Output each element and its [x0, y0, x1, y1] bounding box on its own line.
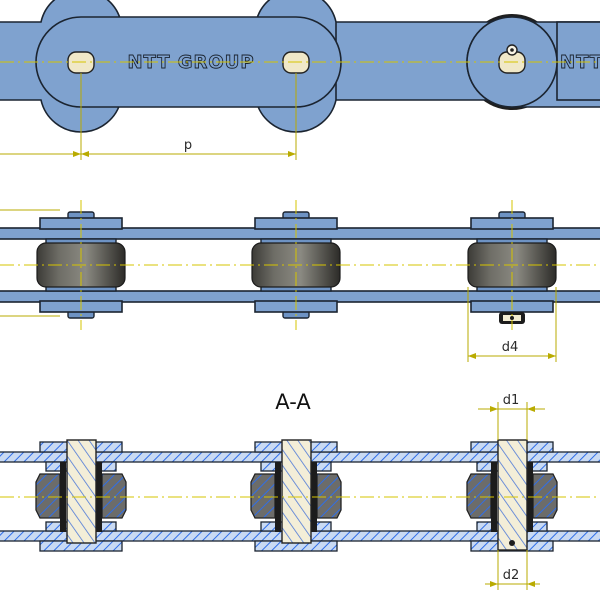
brand-text-left: NTT GROUP [127, 52, 254, 73]
section-pin-middle [281, 439, 312, 544]
section-pin-right [497, 439, 528, 551]
d2-label: d2 [503, 568, 520, 583]
d2-dimension: d2 [485, 550, 540, 590]
d1-dimension: d1 [478, 393, 545, 440]
section-title: A-A [275, 390, 311, 414]
d4-label: d4 [502, 340, 519, 355]
d1-label: d1 [503, 393, 520, 408]
top-view: NTT GROUP NTT GROUP p [0, 0, 600, 160]
pitch-label: p [184, 138, 192, 153]
section-roller-left [35, 473, 127, 519]
section-pin-left [66, 439, 97, 544]
d4-dimension: d4 [467, 287, 557, 362]
pitch-dimension: p [0, 73, 297, 160]
split-pin-hole [509, 540, 515, 546]
side-view: d4 [0, 200, 600, 362]
section-view: d1 d2 [0, 393, 600, 590]
split-pin [499, 312, 525, 324]
